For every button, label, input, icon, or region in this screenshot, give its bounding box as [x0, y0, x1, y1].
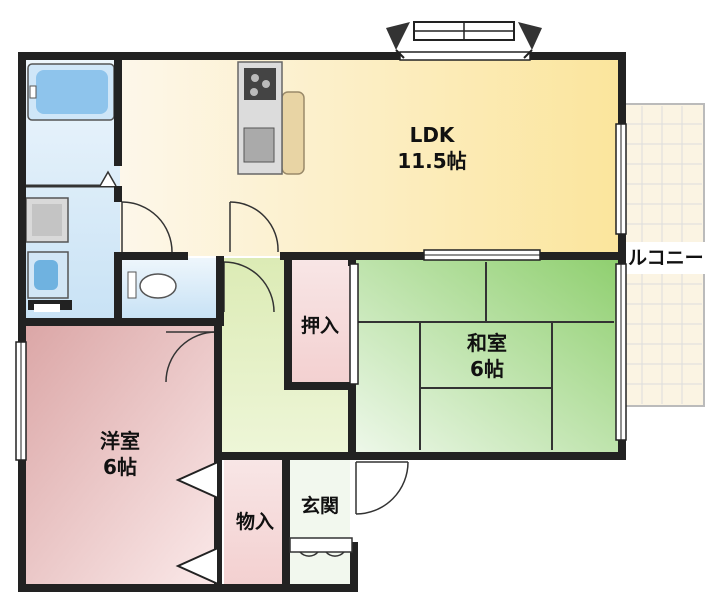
bathtub — [27, 63, 115, 121]
top-window — [386, 21, 542, 61]
monoire-closet — [224, 458, 286, 586]
washitsu-label: 和室 — [467, 331, 507, 355]
oshiire-label: 押入 — [301, 314, 339, 337]
closet-doors — [175, 460, 219, 586]
ldk-label: LDK — [410, 123, 456, 147]
washitsu-size: 6帖 — [470, 357, 504, 381]
youshitsu-size: 6帖 — [103, 455, 137, 479]
balcony-label: ルコニー — [628, 247, 704, 269]
washbasin — [25, 197, 72, 312]
walls — [18, 52, 626, 592]
monoire-label: 物入 — [236, 510, 274, 533]
toilet — [127, 271, 177, 299]
genkan-label: 玄関 — [301, 494, 339, 517]
oshiire-closet — [288, 258, 352, 386]
tatami-lines — [356, 262, 614, 450]
ldk-size: 11.5帖 — [397, 149, 466, 173]
youshitsu-room — [22, 326, 220, 588]
youshitsu-label: 洋室 — [100, 429, 140, 453]
entrance-door — [289, 537, 353, 557]
kitchen-counter — [237, 61, 305, 175]
door-swings — [121, 201, 409, 515]
ldk-room — [120, 56, 620, 256]
genkan-entrance — [290, 458, 350, 586]
balcony — [621, 103, 720, 407]
